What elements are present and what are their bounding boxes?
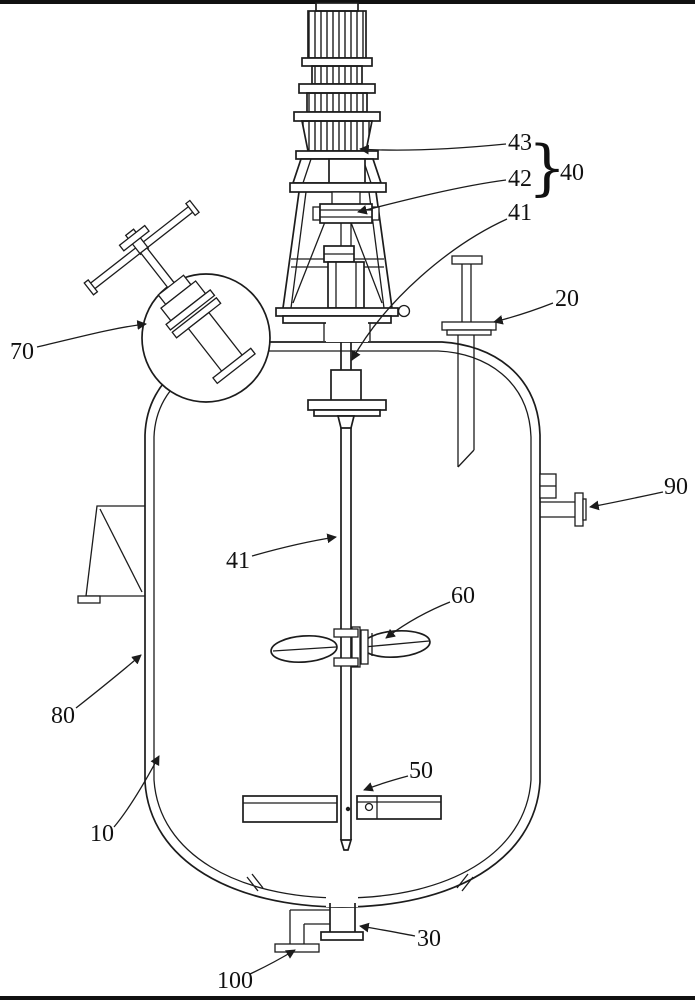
leader-41-top: [351, 218, 508, 361]
leader-20: [493, 302, 554, 325]
callout-70: 70: [10, 339, 34, 365]
leader-60: [385, 601, 451, 639]
valve-stem: [139, 247, 177, 291]
support-frame: [275, 191, 411, 342]
callout-60: 60: [451, 583, 475, 609]
callout-80: 80: [51, 703, 75, 729]
leader-41-mid: [251, 533, 337, 557]
coupling-42: [319, 203, 373, 224]
weld-mark-left: [246, 873, 264, 892]
leader-90: [589, 491, 664, 511]
leader-100: [249, 949, 296, 975]
sight-glass: [397, 304, 411, 318]
page-border-top: [0, 0, 695, 4]
leader-43: [359, 143, 507, 155]
callout-10: 10: [90, 821, 114, 847]
leader-30: [359, 922, 416, 937]
callout-42: 42: [508, 166, 532, 192]
callout-50: 50: [409, 758, 433, 784]
propeller: [270, 626, 431, 668]
callout-40: 40: [560, 160, 584, 186]
leader-50: [363, 775, 409, 792]
page-border-bottom: [0, 996, 695, 1000]
side-nozzle: [539, 473, 587, 527]
callout-30: 30: [417, 926, 441, 952]
valve-assembly: [83, 199, 271, 403]
bottom-outlet: [274, 894, 364, 953]
callout-43: 43: [508, 130, 532, 156]
callout-90: 90: [664, 474, 688, 500]
leader-80: [75, 654, 142, 709]
shaft-coupling: [307, 369, 387, 429]
bottom-paddle: [242, 795, 442, 823]
dip-tube: [441, 255, 497, 468]
brace-40: }: [528, 133, 566, 203]
callout-41-top: 41: [508, 200, 532, 226]
weld-mark-right: [456, 873, 474, 892]
leader-42: [357, 179, 507, 215]
support-bracket: [77, 505, 145, 604]
leader-10: [113, 755, 160, 828]
callout-41-mid: 41: [226, 548, 250, 574]
motor-stack: [289, 2, 387, 193]
callouts: 43 42 } 40 41 20 70 90 41 60 80 50 10 30…: [10, 130, 688, 994]
callout-100: 100: [217, 968, 253, 994]
leader-70: [36, 320, 147, 348]
callout-20: 20: [555, 286, 579, 312]
